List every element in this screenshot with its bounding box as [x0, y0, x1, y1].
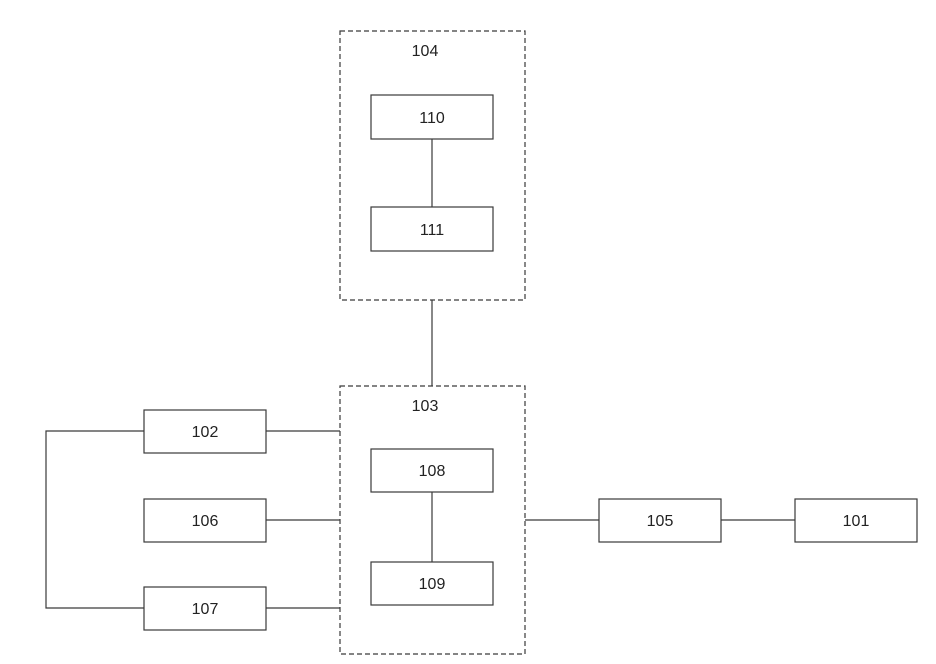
left-blocks: 102 106 107	[144, 410, 266, 630]
block-106-label: 106	[192, 513, 219, 530]
connector-102-107-loop	[46, 431, 144, 608]
block-102-label: 102	[192, 424, 219, 441]
group-104-label: 104	[412, 43, 439, 60]
block-109-label: 109	[419, 576, 446, 593]
group-103-label: 103	[412, 398, 439, 415]
block-111-label: 111	[420, 222, 444, 239]
block-105-label: 105	[647, 513, 674, 530]
block-107-label: 107	[192, 601, 219, 618]
block-110-label: 110	[419, 110, 445, 127]
block-108-label: 108	[419, 463, 446, 480]
block-101-label: 101	[843, 513, 870, 530]
